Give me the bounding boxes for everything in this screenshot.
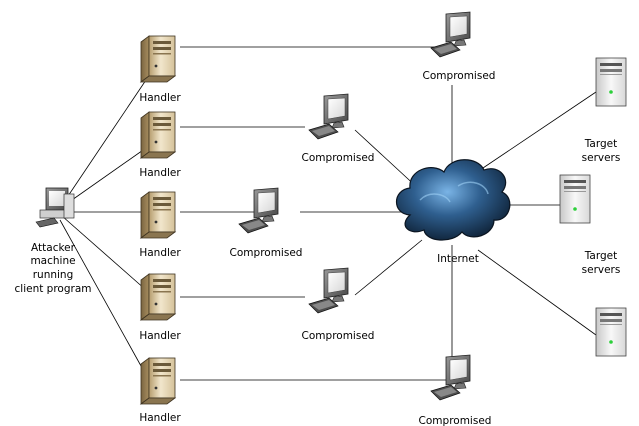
handler-server-2 [140, 111, 176, 159]
handler-server-4 [140, 273, 176, 321]
compromised-pc-3 [238, 187, 279, 234]
compromised-pc-4 [308, 267, 349, 314]
handler-label-2: Handler [139, 167, 181, 179]
compromised-label-1: Compromised [423, 70, 496, 82]
target-server-3 [595, 307, 627, 357]
compromised-label-3: Compromised [230, 247, 303, 259]
handler-server-3 [140, 191, 176, 239]
handler-server-1 [140, 35, 176, 83]
handler-label-4: Handler [139, 330, 181, 342]
attacker-label-line-3: running [33, 269, 74, 281]
internet-label: Internet [437, 253, 479, 265]
internet-cloud-icon [395, 159, 511, 241]
compromised-label-5: Compromised [419, 415, 492, 426]
handler-label-1: Handler [139, 92, 181, 104]
compromised-pc-5 [430, 354, 471, 401]
attacker-label-line-2: machine [30, 255, 75, 267]
target-label-1-line-1: Target [584, 138, 617, 150]
compromised-pc-2 [308, 93, 349, 140]
compromised-label-2: Compromised [302, 152, 375, 164]
target-label-2-line-1: Target [584, 250, 617, 262]
target-server-1 [595, 57, 627, 107]
attacker-label-line-1: Attacker [31, 242, 76, 254]
target-label-1-line-2: servers [582, 152, 621, 164]
target-label-2-line-2: servers [582, 264, 621, 276]
handler-label-5: Handler [139, 412, 181, 424]
connection-lines [59, 46, 597, 381]
compromised-pc-1 [430, 11, 471, 58]
handler-server-5 [140, 357, 176, 405]
attacker-label-line-4: client program [15, 283, 92, 295]
handler-label-3: Handler [139, 247, 181, 259]
target-server-2 [559, 174, 591, 224]
attacker-machine [35, 187, 75, 228]
compromised-label-4: Compromised [302, 330, 375, 342]
